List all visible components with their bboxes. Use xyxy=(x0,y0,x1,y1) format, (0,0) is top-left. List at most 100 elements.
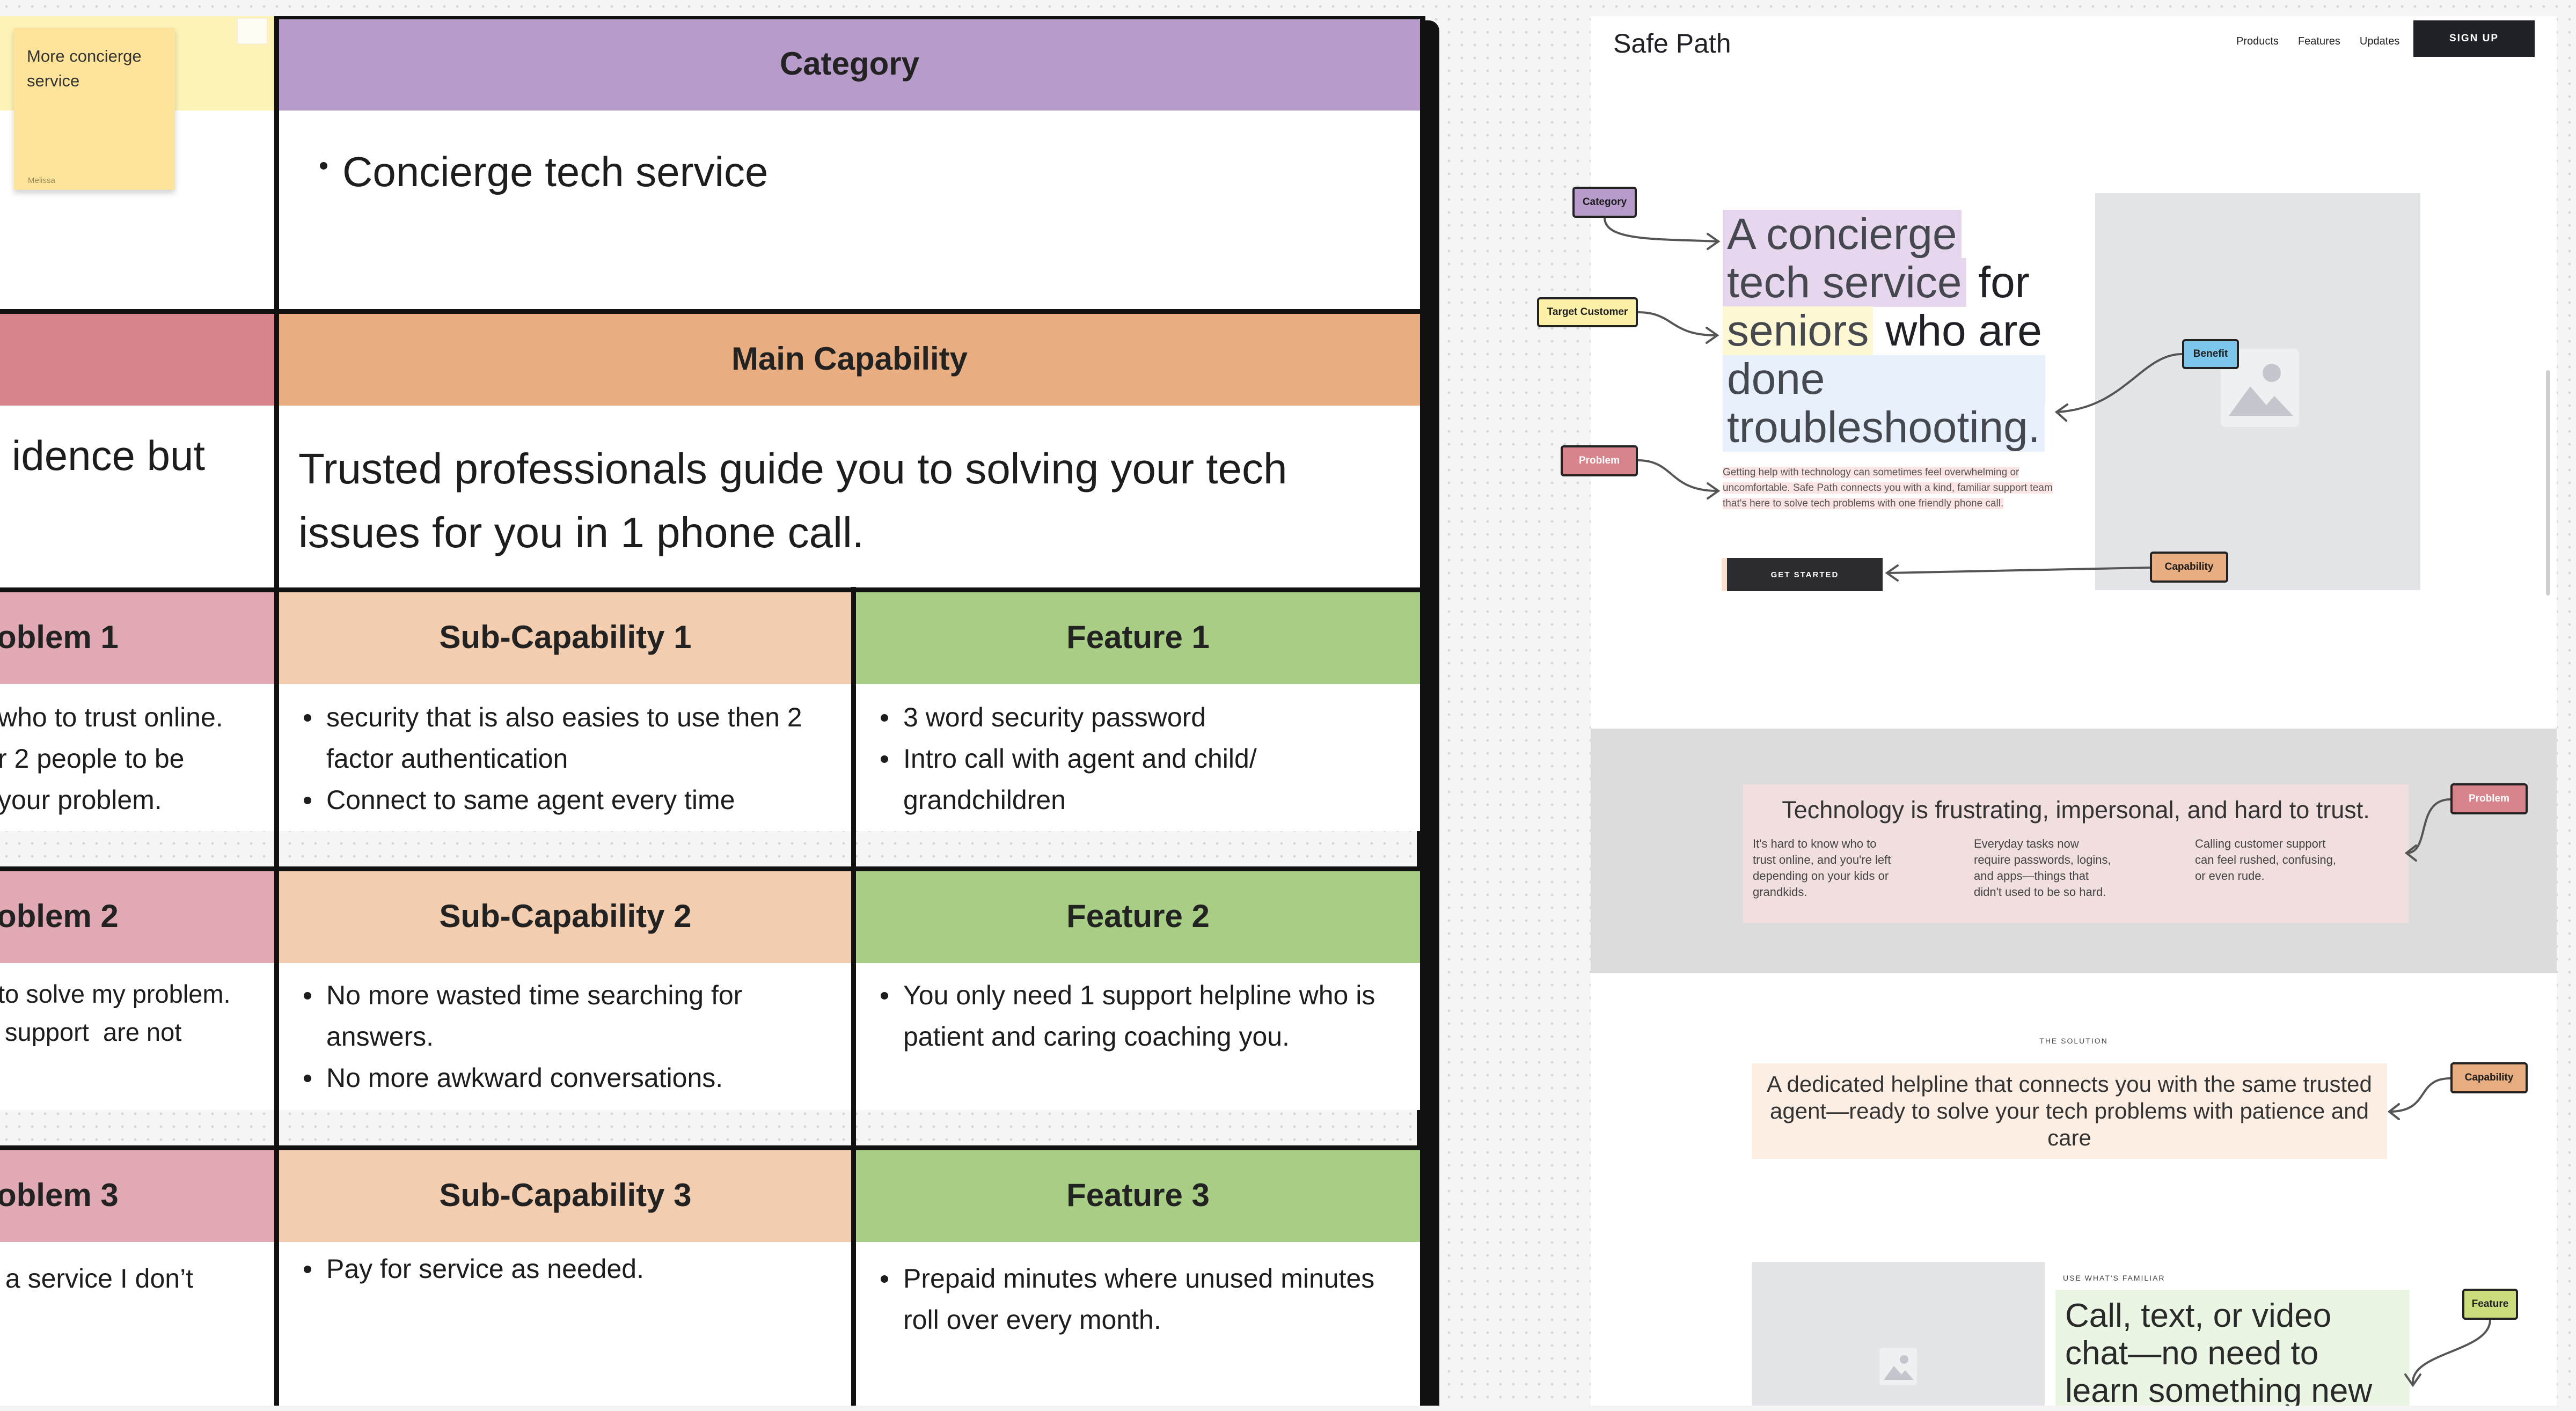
sub-capability-1-header: Sub-Capability 1 xyxy=(277,590,854,684)
tag-feature[interactable]: Feature xyxy=(2462,1289,2518,1320)
sticky-note-text: More concierge service xyxy=(27,47,142,90)
problem-section-col2: Everyday tasks now require passwords, lo… xyxy=(1974,837,2111,899)
sub-capability-2-item: No more awkward conversations. xyxy=(298,1057,843,1099)
sub-capability-2-header: Sub-Capability 2 xyxy=(277,869,854,963)
site-nav: Products Features Updates xyxy=(2236,35,2419,48)
lean-canvas-board: Category Concierge tech service idence b… xyxy=(0,16,1433,1411)
sub-capability-2-list: No more wasted time searching for answer… xyxy=(298,975,843,1099)
category-cell[interactable]: Concierge tech service xyxy=(277,111,1422,311)
connector xyxy=(1637,311,1717,336)
hero-highlight-category: A concierge xyxy=(1723,210,1962,259)
tag-target-customer[interactable]: Target Customer xyxy=(1537,297,1638,327)
familiar-eyebrow: USE WHAT'S FAMILIAR xyxy=(2063,1274,2165,1282)
problem-section-title: Technology is frustrating, impersonal, a… xyxy=(1782,796,2370,824)
preview-scrollbar[interactable] xyxy=(2546,370,2550,596)
hero-highlight-target: seniors xyxy=(1723,306,1874,355)
sub-capability-1-list: security that is also easies to use then… xyxy=(298,697,843,821)
sub-capability-1-item: Connect to same agent every time xyxy=(298,780,843,821)
connector xyxy=(1887,567,2150,574)
get-started-button[interactable]: GET STARTED xyxy=(1727,558,1883,591)
hero-text: for xyxy=(1966,258,2030,307)
sub-capability-3-list: Pay for service as needed. xyxy=(298,1248,843,1290)
signup-button[interactable]: SIGN UP xyxy=(2413,20,2535,57)
feature-1-header: Feature 1 xyxy=(854,590,1422,684)
feature-1-cell[interactable]: 3 word security password Intro call with… xyxy=(854,684,1422,831)
tag-category[interactable]: Category xyxy=(1572,187,1637,218)
feature-1-item: Intro call with agent and child/ grandch… xyxy=(875,738,1411,821)
nav-products[interactable]: Products xyxy=(2236,35,2279,47)
board-top-edge xyxy=(277,16,1420,19)
feature-2-item: You only need 1 support helpline who is … xyxy=(875,975,1411,1057)
feature-1-list: 3 word security password Intro call with… xyxy=(875,697,1411,821)
category-item: Concierge tech service xyxy=(314,145,1422,199)
connector xyxy=(1637,459,1718,492)
problem-1-line: who to trust online. xyxy=(0,702,223,732)
connector xyxy=(2057,353,2183,413)
problem-1-cell: who to trust online. r 2 people to be yo… xyxy=(0,684,277,831)
sub-capability-3-header: Sub-Capability 3 xyxy=(277,1148,854,1242)
problem-main-text: idence but xyxy=(12,432,205,479)
sub-capability-1-cell[interactable]: security that is also easies to use then… xyxy=(277,684,854,831)
connector xyxy=(1604,217,1718,242)
hero-highlight-benefit: troubleshooting. xyxy=(1723,403,2045,452)
main-capability-text[interactable]: Trusted professionals guide you to solvi… xyxy=(277,406,1422,590)
site-logo[interactable]: Safe Path xyxy=(1613,28,1731,58)
category-header: Category xyxy=(277,16,1422,111)
problem-1-line: your problem. xyxy=(0,785,162,815)
hero-body-text: Getting help with technology can sometim… xyxy=(1723,467,2053,509)
familiar-heading: Call, text, or video chat—no need to lea… xyxy=(2055,1290,2410,1406)
tag-benefit[interactable]: Benefit xyxy=(2182,339,2239,369)
feature-2-cell[interactable]: You only need 1 support helpline who is … xyxy=(854,963,1422,1110)
sub-capability-3-item: Pay for service as needed. xyxy=(298,1248,843,1290)
problem-3-line: a service I don’t xyxy=(0,1263,194,1294)
tag-capability-solution[interactable]: Capability xyxy=(2450,1062,2528,1093)
feature-3-item: Prepaid minutes where unused minutes rol… xyxy=(875,1258,1411,1341)
problem-2-cell: to solve my problem. support are not xyxy=(0,963,277,1110)
problem-main-cell: idence but xyxy=(0,406,277,590)
problem-2-line: support are not xyxy=(0,1018,182,1046)
sub-capability-3-cell[interactable]: Pay for service as needed. xyxy=(277,1242,854,1406)
grid-line xyxy=(0,587,1422,592)
hero-heading: A concierge tech service for seniors who… xyxy=(1723,210,2109,452)
problem-3-header-text: oblem 3 xyxy=(0,1177,119,1213)
nav-features[interactable]: Features xyxy=(2297,35,2340,47)
problem-1-header-text: oblem 1 xyxy=(0,619,119,655)
problem-1-header: oblem 1 xyxy=(0,590,277,684)
connector xyxy=(2411,1319,2491,1385)
problem-2-header: oblem 2 xyxy=(0,869,277,963)
problem-1-line: r 2 people to be xyxy=(0,744,185,774)
feature-3-cell[interactable]: Prepaid minutes where unused minutes rol… xyxy=(854,1242,1422,1406)
feature-2-header: Feature 2 xyxy=(854,869,1422,963)
sub-capability-1-item: security that is also easies to use then… xyxy=(298,697,843,780)
hero-body: Getting help with technology can sometim… xyxy=(1723,465,2055,511)
problem-section-col3: Calling customer support can feel rushed… xyxy=(2195,837,2336,883)
problem-2-line: to solve my problem. xyxy=(0,980,231,1008)
connector xyxy=(2389,1077,2451,1113)
solution-eyebrow: THE SOLUTION xyxy=(2039,1037,2108,1045)
board-right-edge xyxy=(1420,16,1425,1406)
problem-3-cell: a service I don’t xyxy=(0,1242,277,1406)
hero-text: who are xyxy=(1873,306,2042,355)
sub-capability-2-item: No more wasted time searching for answer… xyxy=(298,975,843,1057)
sticky-note[interactable]: More concierge service Melissa xyxy=(14,28,175,190)
hero-highlight-category: tech service xyxy=(1723,258,1966,307)
problem-section-col1: It's hard to know who to trust online, a… xyxy=(1753,837,1891,899)
hero-highlight-benefit: done xyxy=(1723,355,2045,403)
image-icon-glyph xyxy=(2229,364,2293,416)
familiar-image-placeholder xyxy=(1752,1262,2045,1406)
hero-image-placeholder xyxy=(2095,193,2420,590)
grid-line xyxy=(851,587,856,1406)
problem-section-card: Technology is frustrating, impersonal, a… xyxy=(1743,784,2409,923)
feature-3-header: Feature 3 xyxy=(854,1148,1422,1242)
grid-line xyxy=(274,16,279,1406)
grid-line xyxy=(0,866,1422,871)
nav-updates[interactable]: Updates xyxy=(2359,35,2400,47)
problem-2-header-text: oblem 2 xyxy=(0,898,119,934)
sub-capability-2-cell[interactable]: No more wasted time searching for answer… xyxy=(277,963,854,1110)
tag-problem-section[interactable]: Problem xyxy=(2450,783,2528,814)
tag-problem[interactable]: Problem xyxy=(1561,445,1638,476)
website-preview: Safe Path Products Features Updates SIGN… xyxy=(1591,16,2557,1406)
tag-capability[interactable]: Capability xyxy=(2150,552,2228,583)
sticky-note-corner xyxy=(237,18,267,44)
